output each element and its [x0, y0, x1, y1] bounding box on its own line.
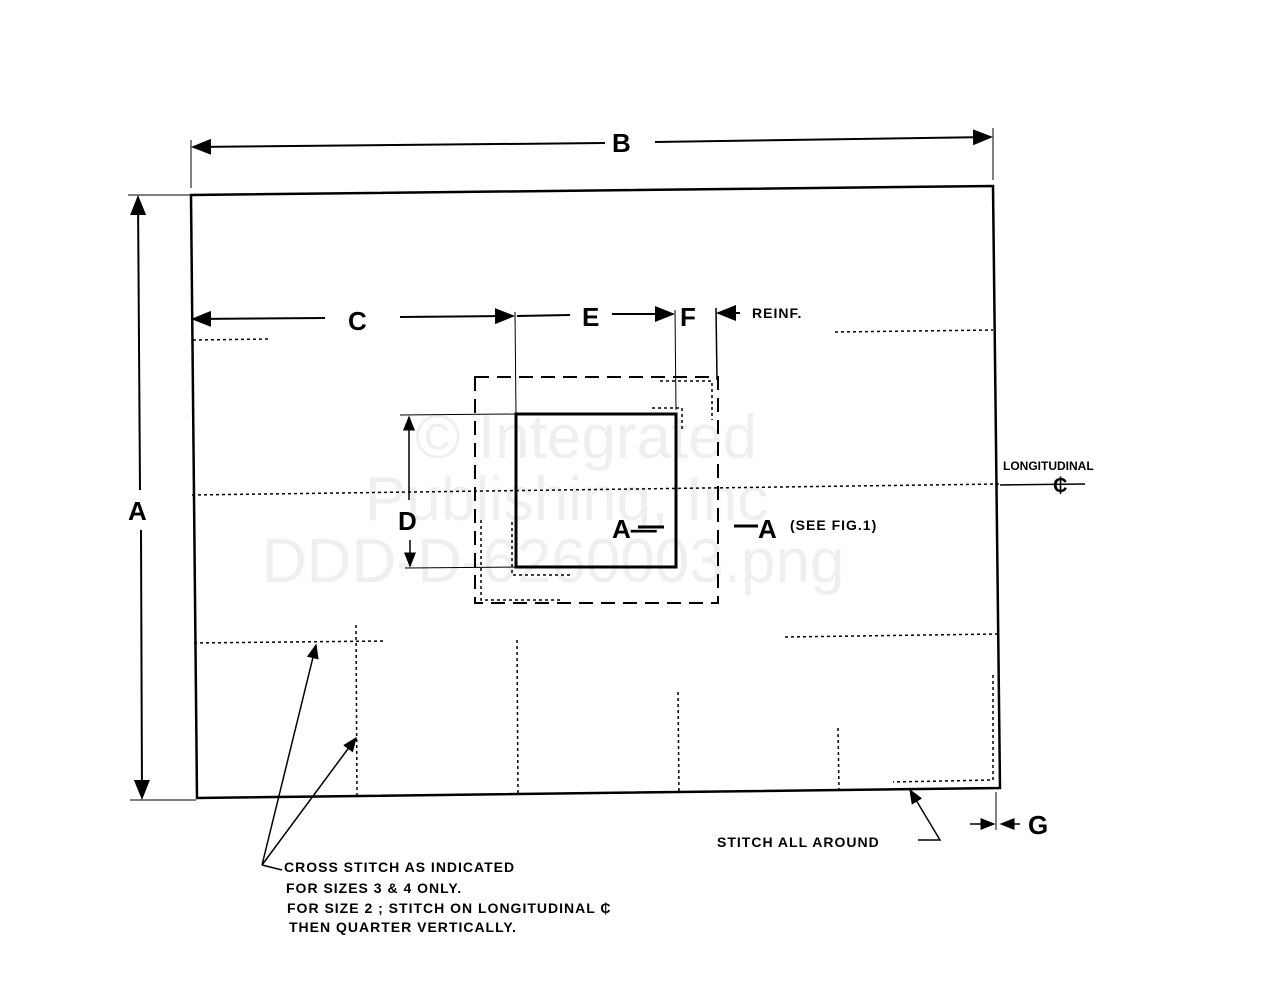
dim-a-line [130, 195, 147, 491]
stitch-all-around-label: STITCH ALL AROUND [717, 834, 880, 850]
dim-d-label: D [398, 506, 417, 536]
outer-panel [189, 184, 1002, 800]
dim-b-line [191, 138, 606, 155]
watermark-line-1: © Integrated [415, 403, 757, 472]
section-mark-left: A— [612, 514, 657, 544]
dim-f-label: F [680, 302, 696, 332]
dim-a-label: A [128, 496, 147, 526]
dim-e-label: E [582, 302, 599, 332]
longitudinal-label: LONGITUDINAL [1003, 459, 1094, 473]
note-line-4: THEN QUARTER VERTICALLY. [289, 919, 517, 935]
section-mark-right: A [758, 514, 777, 544]
see-fig-label: (SEE FIG.1) [790, 517, 877, 533]
note-line-1: CROSS STITCH AS INDICATED [284, 859, 515, 875]
note-line-3: FOR SIZE 2 ; STITCH ON LONGITUDINAL ₵ [287, 900, 612, 916]
reinforcement-patch [474, 376, 719, 604]
dim-g-label: G [1028, 810, 1048, 840]
dim-b-label: B [612, 128, 631, 158]
reinf-label: REINF. [752, 305, 802, 321]
watermark-line-2: Publishing, Inc [365, 465, 768, 534]
centerline-symbol: ₵ [1053, 475, 1067, 497]
watermark-line-3: DDD-D-6260003.png [262, 527, 844, 596]
note-line-2: FOR SIZES 3 & 4 ONLY. [286, 880, 462, 896]
dim-c-label: C [348, 306, 367, 336]
